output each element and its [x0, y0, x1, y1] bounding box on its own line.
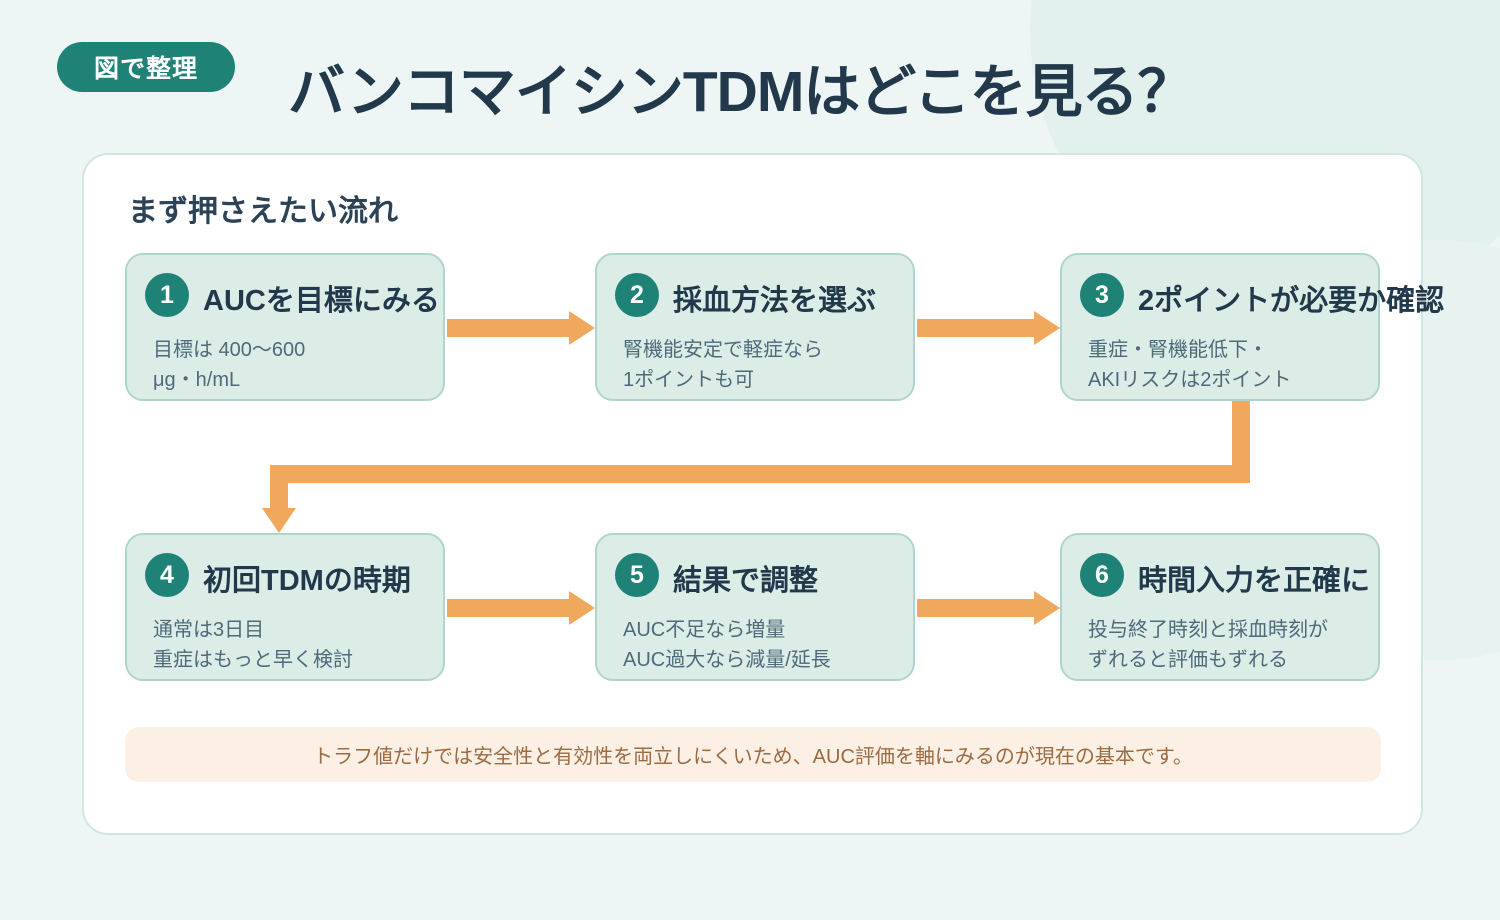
step-body-line-1: 目標は 400〜600: [153, 339, 306, 361]
summary-note-text: トラフ値だけでは安全性と有効性を両立しにくいため、AUC評価を軸にみるのが現在の…: [313, 746, 1193, 768]
arrow-head-icon: [1034, 591, 1060, 625]
step-body-line-1: 投与終了時刻と採血時刻が: [1088, 619, 1328, 641]
step-body-6: 投与終了時刻と採血時刻が ずれると評価もずれる: [1088, 615, 1328, 675]
arrow-shaft: [917, 599, 1034, 617]
arrow-connector-3-to-4: [262, 401, 1250, 533]
step-title-5: 結果で調整: [673, 565, 819, 597]
page-title: バンコマイシンTDMはどこを見る？: [288, 60, 1195, 124]
flow-step-card-1: 1 AUCを目標にみる 目標は 400〜600 μg・h/mL: [125, 253, 445, 401]
arrow-connector-5-to-6: [917, 591, 1060, 625]
step-body-line-2: 1ポイントも可: [623, 369, 755, 391]
step-body-3: 重症・腎機能低下・ AKIリスクは2ポイント: [1088, 335, 1291, 395]
step-number-badge-1: 1: [145, 273, 189, 317]
step-title-3: 2ポイントが必要か確認: [1138, 285, 1445, 317]
arrow-shaft: [447, 599, 569, 617]
flow-step-card-2: 2 採血方法を選ぶ 腎機能安定で軽症なら 1ポイントも可: [595, 253, 915, 401]
page-header: 図で整理 バンコマイシンTDMはどこを見る？: [0, 0, 1500, 150]
step-title-1: AUCを目標にみる: [203, 285, 440, 317]
arrow-head-icon: [262, 508, 296, 533]
arrow-connector-2-to-3: [917, 311, 1060, 345]
arrow-head-icon: [569, 591, 595, 625]
step-body-2: 腎機能安定で軽症なら 1ポイントも可: [623, 335, 823, 395]
arrow-connector-1-to-2: [447, 311, 595, 345]
flow-step-card-6: 6 時間入力を正確に 投与終了時刻と採血時刻が ずれると評価もずれる: [1060, 533, 1380, 681]
step-body-1: 目標は 400〜600 μg・h/mL: [153, 335, 305, 395]
step-number-badge-5: 5: [615, 553, 659, 597]
step-title-2: 採血方法を選ぶ: [673, 285, 877, 317]
flow-step-card-3: 3 2ポイントが必要か確認 重症・腎機能低下・ AKIリスクは2ポイント: [1060, 253, 1444, 401]
step-body-line-1: 重症・腎機能低下・: [1088, 339, 1268, 361]
step-body-line-2: ずれると評価もずれる: [1088, 649, 1288, 671]
step-number-badge-2: 2: [615, 273, 659, 317]
flow-step-card-5: 5 結果で調整 AUC不足なら増量 AUC過大なら減量/延長: [595, 533, 915, 681]
step-body-line-1: 腎機能安定で軽症なら: [623, 339, 823, 361]
step-body-line-1: 通常は3日目: [153, 619, 265, 641]
category-badge: 図で整理: [57, 42, 235, 92]
step-body-4: 通常は3日目 重症はもっと早く検討: [153, 615, 353, 675]
arrow-shaft: [917, 319, 1034, 337]
step-title-4: 初回TDMの時期: [203, 565, 411, 597]
arrow-head-icon: [569, 311, 595, 345]
step-number-badge-4: 4: [145, 553, 189, 597]
arrow-head-icon: [1034, 311, 1060, 345]
step-body-5: AUC不足なら増量 AUC過大なら減量/延長: [623, 615, 831, 675]
arrow-shaft-vertical-left: [270, 465, 288, 511]
arrow-shaft-vertical-right: [1232, 401, 1250, 483]
flow-step-card-4: 4 初回TDMの時期 通常は3日目 重症はもっと早く検討: [125, 533, 445, 681]
step-number-badge-6: 6: [1080, 553, 1124, 597]
step-body-line-2: μg・h/mL: [153, 369, 241, 391]
step-body-line-1: AUC不足なら増量: [623, 619, 786, 641]
step-body-line-2: AKIリスクは2ポイント: [1088, 369, 1292, 391]
flow-panel-heading: まず押さえたい流れ: [128, 195, 398, 228]
arrow-shaft: [447, 319, 569, 337]
step-number-badge-3: 3: [1080, 273, 1124, 317]
summary-note-banner: トラフ値だけでは安全性と有効性を両立しにくいため、AUC評価を軸にみるのが現在の…: [125, 727, 1381, 782]
step-body-line-2: AUC過大なら減量/延長: [623, 649, 831, 671]
step-body-line-2: 重症はもっと早く検討: [153, 649, 353, 671]
step-title-6: 時間入力を正確に: [1138, 565, 1371, 597]
arrow-shaft-horizontal: [270, 465, 1250, 483]
arrow-connector-4-to-5: [447, 591, 595, 625]
